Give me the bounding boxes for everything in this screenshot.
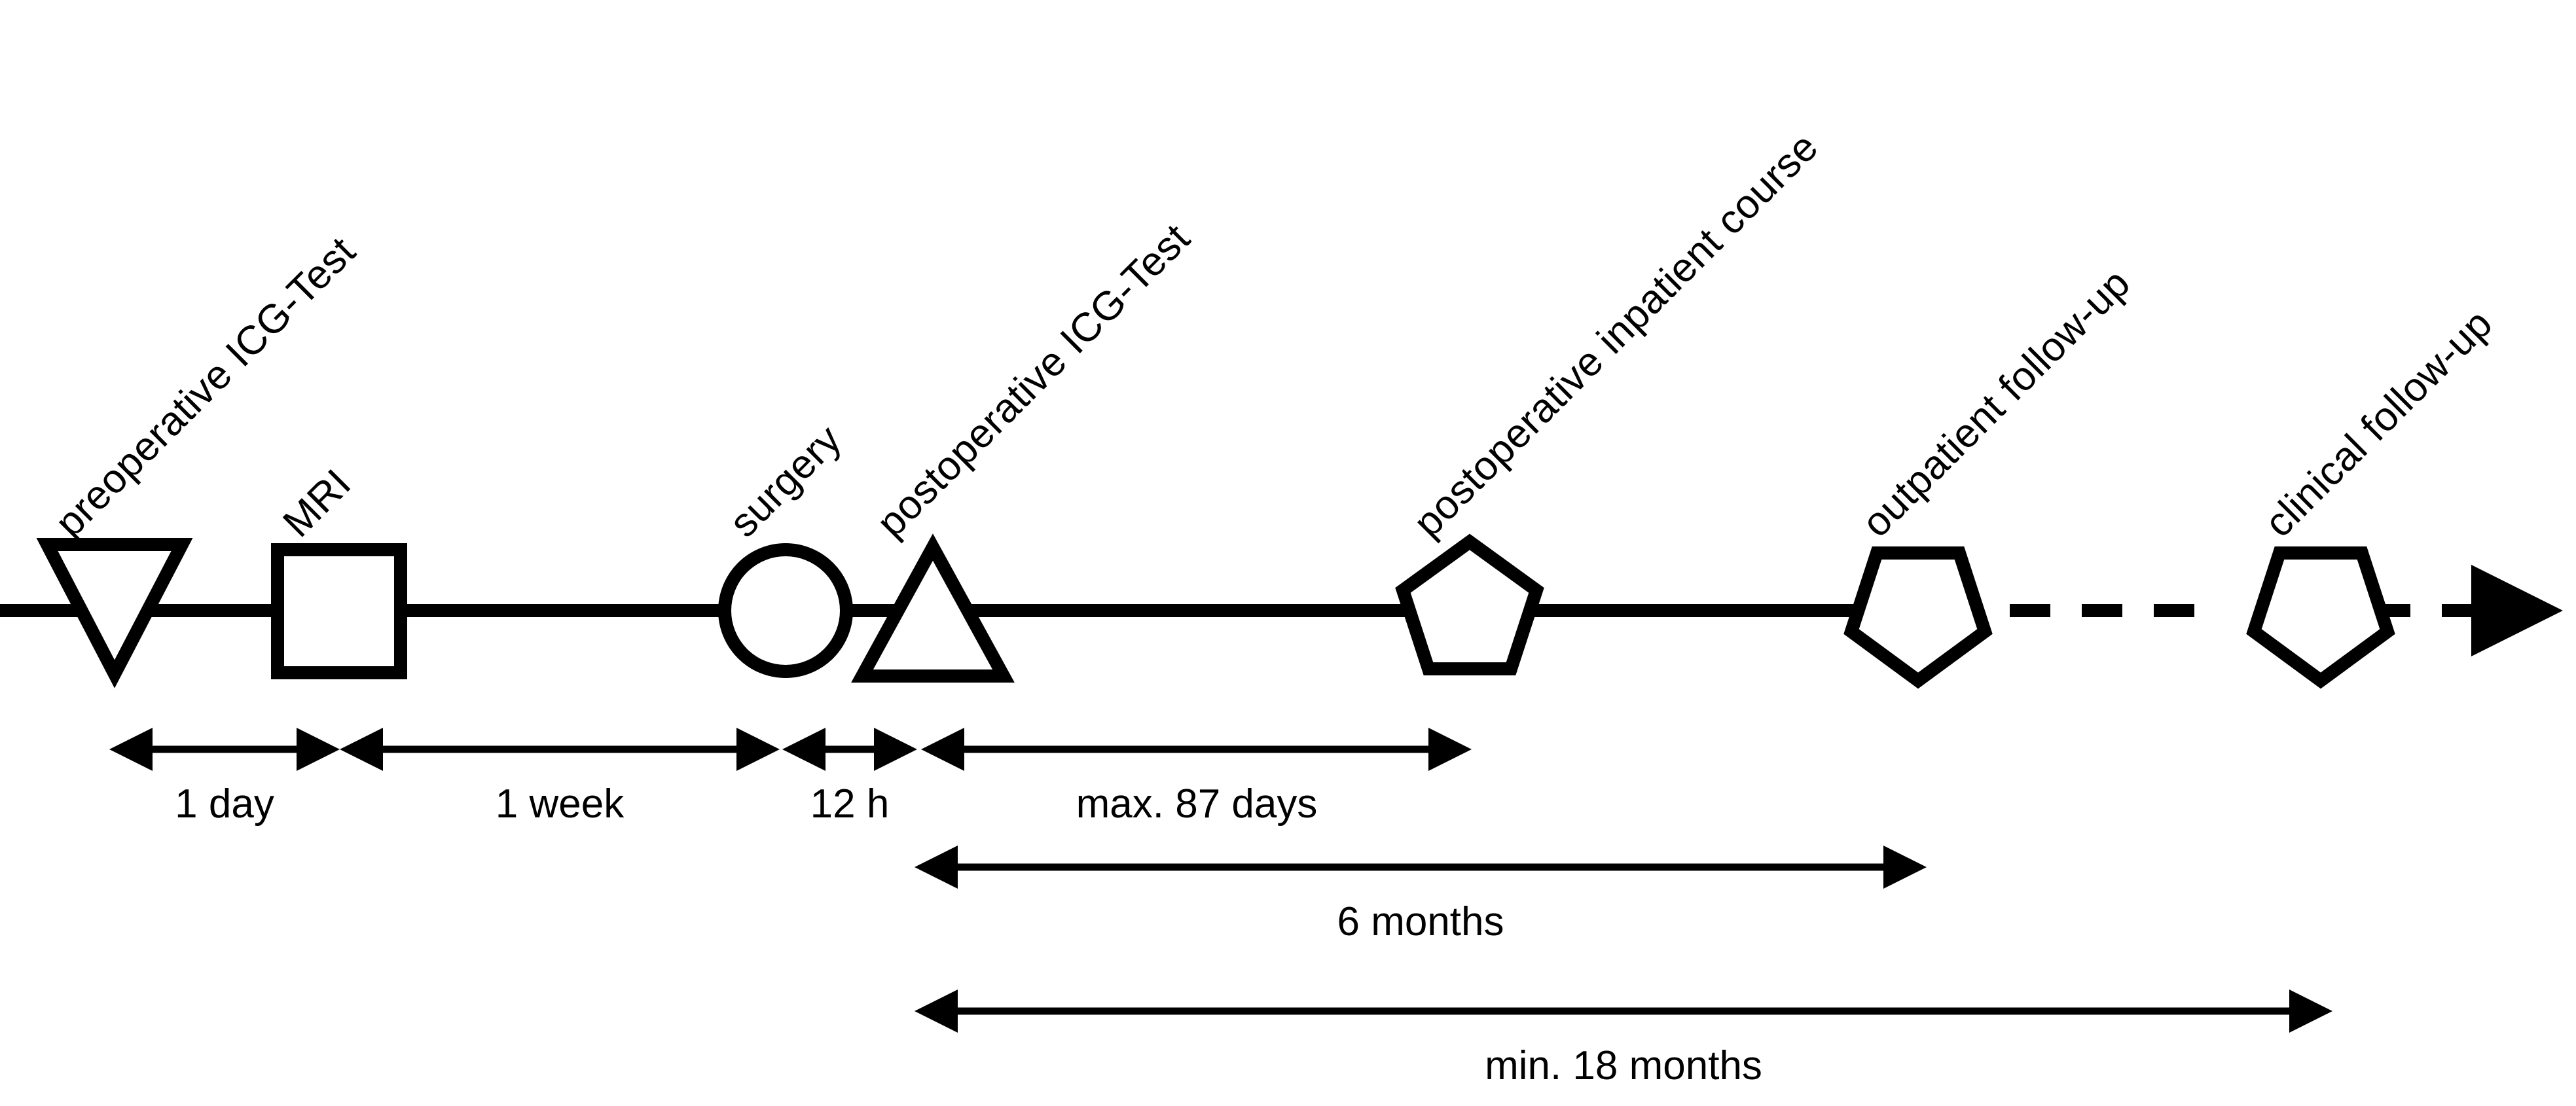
event-shape-pentagon-down-2[interactable] [2246,546,2395,689]
event-shape-triangle-down[interactable] [36,538,193,688]
event-shape-pentagon-down[interactable] [1843,546,1993,689]
event-shape-triangle-up[interactable] [851,533,1015,683]
duration-label-twelve-hours: 12 h [810,781,890,827]
event-shape-pentagon-up[interactable] [1395,533,1544,675]
duration-label-one-week: 1 week [495,781,625,827]
duration-label-six-months: 6 months [1337,899,1504,944]
event-shape-circle[interactable] [718,543,853,678]
event-shape-square[interactable] [271,543,407,679]
duration-label-max-87-days: max. 87 days [1076,781,1318,827]
duration-label-one-day: 1 day [175,781,274,827]
duration-label-min-18-months: min. 18 months [1485,1043,1762,1088]
